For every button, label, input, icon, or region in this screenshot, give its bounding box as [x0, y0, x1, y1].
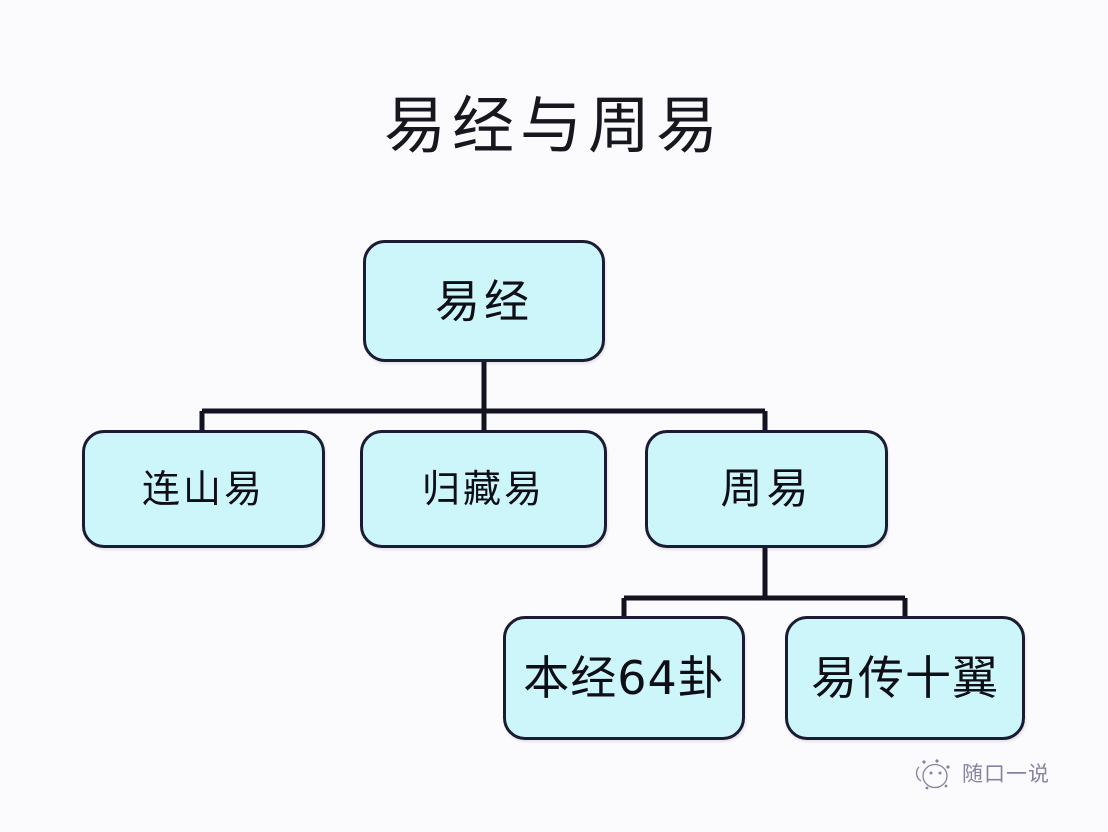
- node-guicang-label: 归藏易: [421, 467, 545, 511]
- node-guicang[interactable]: 归藏易: [360, 430, 607, 548]
- node-benjing-64gua[interactable]: 本经64卦: [503, 616, 745, 740]
- watermark: 随口一说: [912, 757, 1050, 791]
- node-yizhuan-shiyi[interactable]: 易传十翼: [785, 616, 1025, 740]
- node-yijing[interactable]: 易经: [363, 240, 605, 362]
- node-zhouyi-label: 周易: [720, 464, 813, 513]
- node-benjing-64gua-label: 本经64卦: [523, 651, 725, 705]
- watermark-text: 随口一说: [962, 761, 1050, 786]
- node-zhouyi[interactable]: 周易: [645, 430, 888, 548]
- node-lianshan[interactable]: 连山易: [82, 430, 325, 548]
- node-yizhuan-shiyi-label: 易传十翼: [811, 651, 999, 705]
- node-yijing-label: 易经: [434, 274, 533, 328]
- page-title: 易经与周易: [383, 89, 724, 162]
- node-lianshan-label: 连山易: [141, 467, 265, 511]
- smiley-face-logo-icon: [915, 759, 950, 790]
